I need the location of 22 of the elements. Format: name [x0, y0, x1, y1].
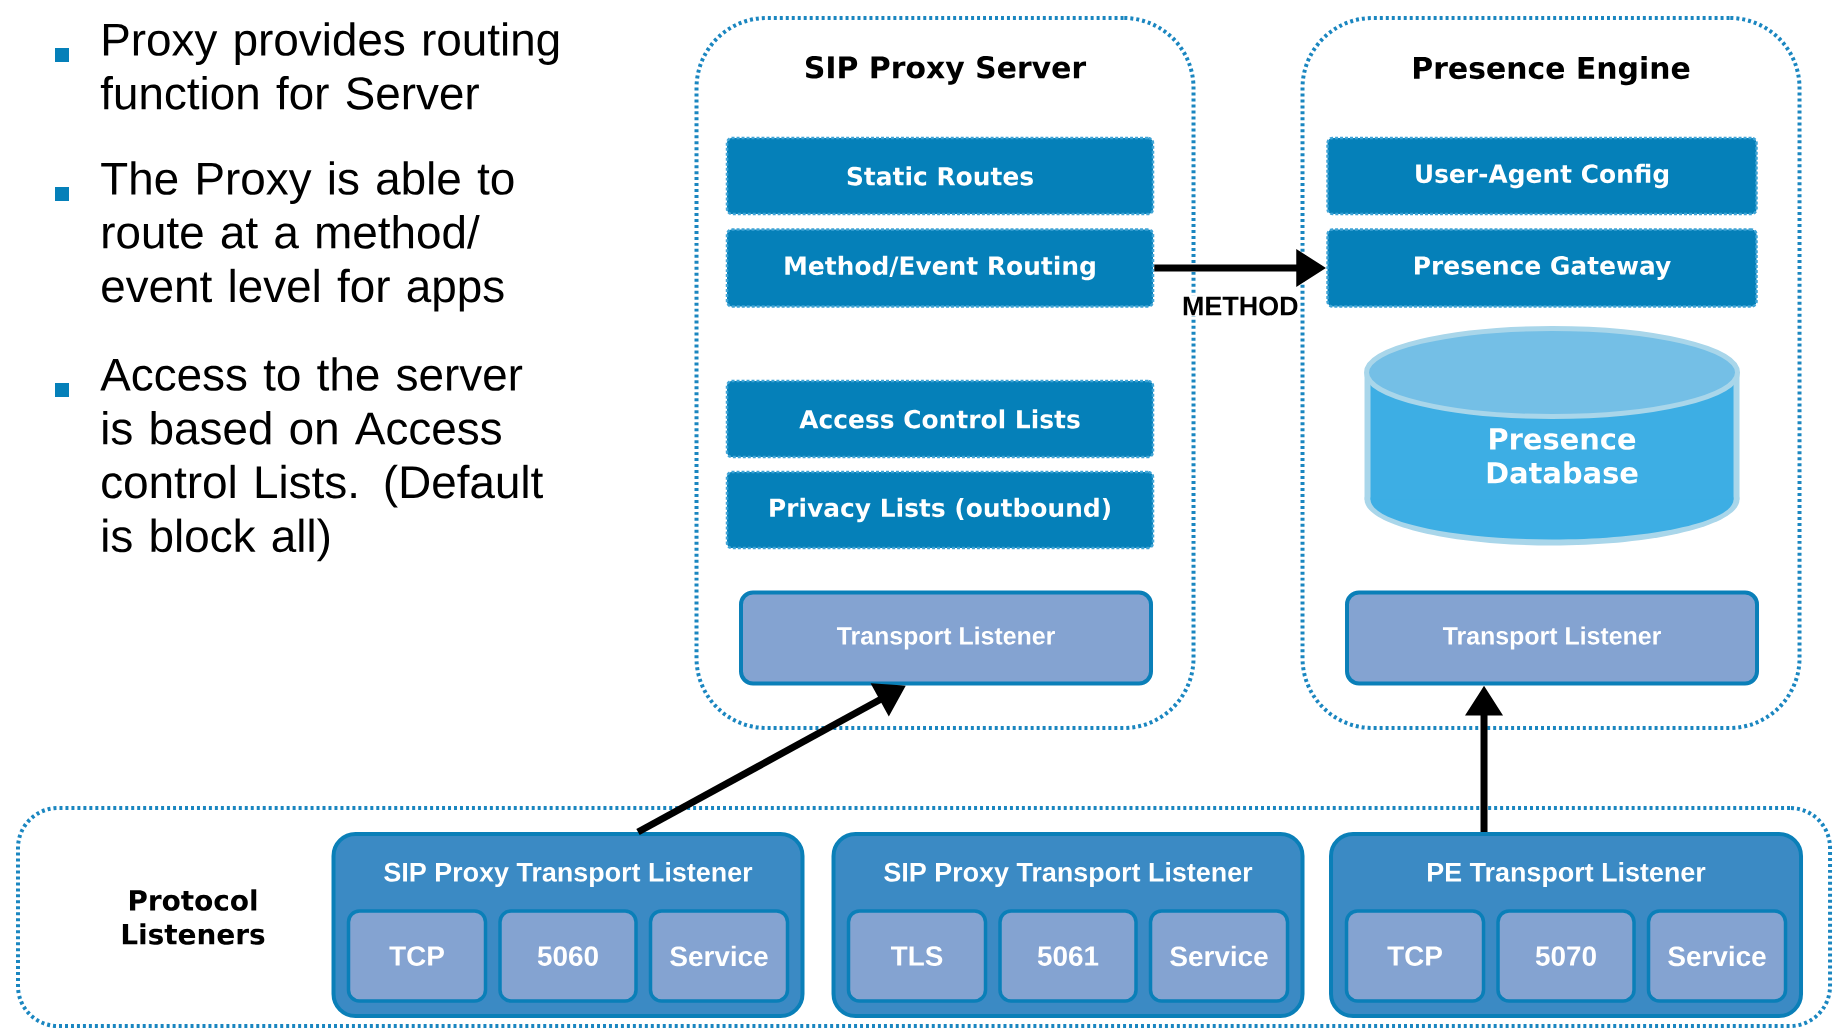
- port-box: TCP: [346, 909, 488, 1003]
- port-box: TCP: [1344, 909, 1486, 1003]
- module-box: Privacy Lists (outbound): [725, 470, 1155, 550]
- module-box: Method/Event Routing: [725, 228, 1155, 308]
- module-box: User-Agent Config: [1326, 136, 1758, 216]
- edge-label: METHOD: [1181, 295, 1300, 317]
- listener-box: Transport Listener: [739, 590, 1153, 686]
- port-box: Service: [1646, 909, 1788, 1003]
- module-box: Static Routes: [725, 136, 1155, 216]
- port-box: 5061: [998, 909, 1138, 1003]
- listener-box: Transport Listener: [1345, 590, 1759, 686]
- module-box: Access Control Lists: [725, 379, 1155, 459]
- port-box: Service: [1148, 909, 1290, 1003]
- port-box: 5060: [498, 909, 638, 1003]
- module-box: Presence Gateway: [1326, 228, 1758, 308]
- bullet-text: The Proxy is able to route at a method/ event level for apps: [55, 161, 514, 312]
- port-box: 5070: [1496, 909, 1636, 1003]
- database-cylinder: Presence Database: [1364, 326, 1740, 546]
- bullet-text: Access to the server is based on Access control Lists. (Default is block all): [55, 357, 543, 562]
- port-box: TLS: [846, 909, 988, 1003]
- port-box: Service: [648, 909, 790, 1003]
- bullet-text: Proxy provides routing function for Server: [55, 22, 559, 110]
